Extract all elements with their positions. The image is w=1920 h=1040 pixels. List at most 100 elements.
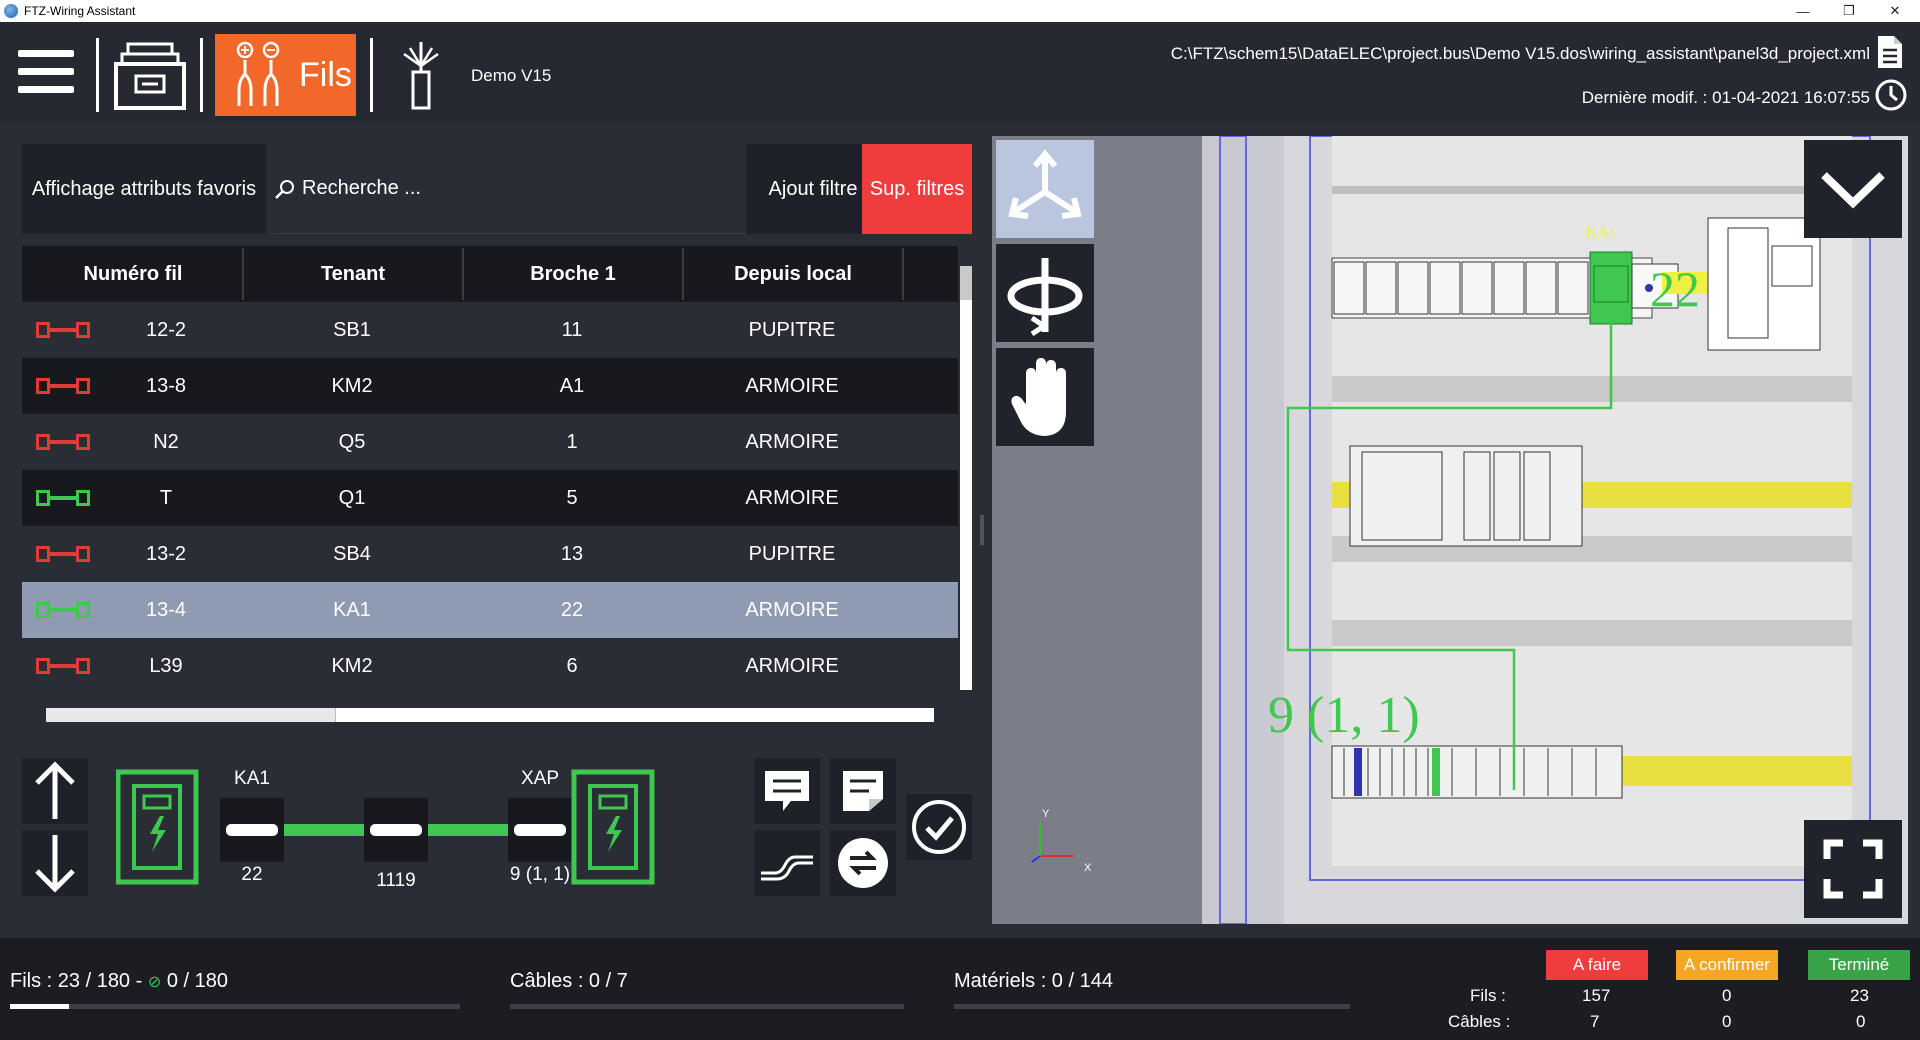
axis-gizmo: [1031, 822, 1074, 863]
comment-button[interactable]: [754, 758, 820, 824]
hand-icon: [1011, 358, 1066, 436]
rotate-view-tool[interactable]: [996, 244, 1094, 342]
fils-confirmed-count: 0 / 180: [166, 970, 228, 992]
minimize-button[interactable]: —: [1796, 3, 1810, 19]
fils-progress-fill: [10, 1004, 69, 1009]
fullscreen-button[interactable]: [1804, 820, 1902, 918]
cell-tenant: KM2: [331, 374, 373, 397]
pan-view-tool[interactable]: [996, 348, 1094, 446]
column-header-from-location[interactable]: Depuis local: [684, 248, 904, 300]
fils-progress-text: Fils : 23 / 180 - ⊘ 0 / 180: [10, 970, 228, 993]
next-wire-button[interactable]: [22, 830, 88, 896]
summary-fils-label: Fils :: [1470, 986, 1506, 1005]
panel-splitter[interactable]: [980, 515, 984, 545]
column-header-tenant[interactable]: Tenant: [244, 248, 464, 300]
fils-tab-button[interactable]: Fils: [215, 34, 356, 116]
cell-from-location: ARMOIRE: [745, 486, 839, 509]
wire-done-icon: [36, 490, 90, 506]
cell-tenant: Q1: [338, 486, 366, 509]
cell-tenant: SB4: [333, 542, 371, 565]
separator: [200, 38, 203, 112]
cables-progress-bar: [510, 1004, 904, 1009]
cell-pin: 13: [560, 542, 584, 565]
pin-label-22: 22: [1650, 261, 1700, 317]
cell-from-location: ARMOIRE: [745, 430, 839, 453]
column-header-extra: [904, 248, 956, 300]
add-filter-button[interactable]: Ajout filtre: [746, 144, 880, 234]
menu-button[interactable]: [18, 50, 74, 98]
previous-wire-button[interactable]: [22, 758, 88, 824]
wire-connection-diagram: KA1 22 1119 XAP 9 (1, 1): [116, 764, 726, 894]
summary-cables-done: 0: [1856, 1012, 1866, 1031]
wire-todo-icon: [36, 658, 90, 674]
scrollbar-thumb[interactable]: [46, 708, 336, 722]
close-button[interactable]: ✕: [1889, 3, 1901, 18]
axis-x-label: X: [1084, 862, 1092, 874]
fullscreen-icon: [1823, 839, 1883, 899]
archive-box-icon: [114, 42, 186, 110]
cell-wire-number: N2: [153, 430, 179, 453]
cell-pin: A1: [559, 374, 585, 397]
favorite-attributes-button[interactable]: Affichage attributs favoris: [22, 144, 266, 234]
project-name: Demo V15: [471, 66, 552, 85]
left-pin-label: 22: [241, 864, 263, 885]
column-header-wire-number[interactable]: Numéro fil: [24, 248, 244, 300]
view-axes-tool[interactable]: [996, 140, 1094, 238]
separator: [370, 38, 373, 112]
check-circle-icon: [912, 800, 966, 854]
collapse-view-button[interactable]: [1804, 140, 1902, 238]
legend-done: Terminé: [1808, 950, 1910, 980]
horizontal-scrollbar[interactable]: [46, 708, 934, 722]
search-field[interactable]: Recherche ...: [274, 144, 762, 234]
materiels-count: Matériels : 0 / 144: [954, 970, 1113, 992]
window-title: FTZ-Wiring Assistant: [24, 4, 136, 18]
wires-plus-minus-icon: [236, 41, 280, 106]
status-bar: Fils : 23 / 180 - ⊘ 0 / 180 Câbles : 0 /…: [0, 938, 1920, 1040]
summary-cables-label: Câbles :: [1448, 1012, 1511, 1031]
swap-direction-button[interactable]: [830, 830, 896, 896]
cell-pin: 5: [566, 486, 578, 509]
document-icon[interactable]: [1876, 34, 1904, 70]
right-pin-label: 9 (1, 1): [509, 864, 571, 885]
note-button[interactable]: [830, 758, 896, 824]
wire-route-button[interactable]: [754, 830, 820, 896]
cell-tenant: KM2: [331, 654, 373, 677]
summary-cables-confirm: 0: [1722, 1012, 1732, 1031]
cell-pin: 11: [561, 318, 583, 341]
fils-progress-bar: [10, 1004, 460, 1009]
scrollbar-thumb[interactable]: [960, 266, 972, 300]
wire-todo-icon: [36, 322, 90, 338]
cables-tab-button[interactable]: [396, 40, 446, 112]
search-placeholder: Recherche ...: [302, 177, 421, 199]
note-icon: [843, 771, 883, 811]
cell-tenant: Q5: [338, 430, 366, 453]
connection-graphic: [116, 769, 655, 885]
menu-icon-bar: [18, 50, 74, 57]
remove-filters-button[interactable]: Sup. filtres: [862, 144, 972, 234]
confirm-button[interactable]: [906, 794, 972, 860]
wires-table: Numéro fil Tenant Broche 1 Depuis local …: [22, 246, 958, 694]
app-header: Fils Demo V15 C:\FTZ\schem15\DataELEC\pr…: [0, 22, 1920, 124]
arrow-up-icon: [35, 761, 75, 819]
column-header-pin[interactable]: Broche 1: [464, 248, 684, 300]
vertical-scrollbar[interactable]: [960, 266, 972, 690]
wire-todo-icon: [36, 434, 90, 450]
axes-icon: [1008, 149, 1082, 219]
cell-wire-number: 13-8: [145, 374, 187, 397]
3d-viewport[interactable]: KA1 22 9 (1, 1) X Y: [992, 136, 1908, 924]
terminal-label: 9 (1, 1): [1268, 687, 1420, 744]
wire-todo-icon: [36, 546, 90, 562]
table-header: Numéro fil Tenant Broche 1 Depuis local: [22, 246, 958, 302]
cell-pin: 22: [560, 598, 584, 621]
restore-button[interactable]: ❐: [1843, 3, 1855, 18]
summary-cables-todo: 7: [1590, 1012, 1600, 1031]
project-button[interactable]: [112, 40, 188, 112]
cell-from-location: PUPITRE: [748, 318, 836, 341]
